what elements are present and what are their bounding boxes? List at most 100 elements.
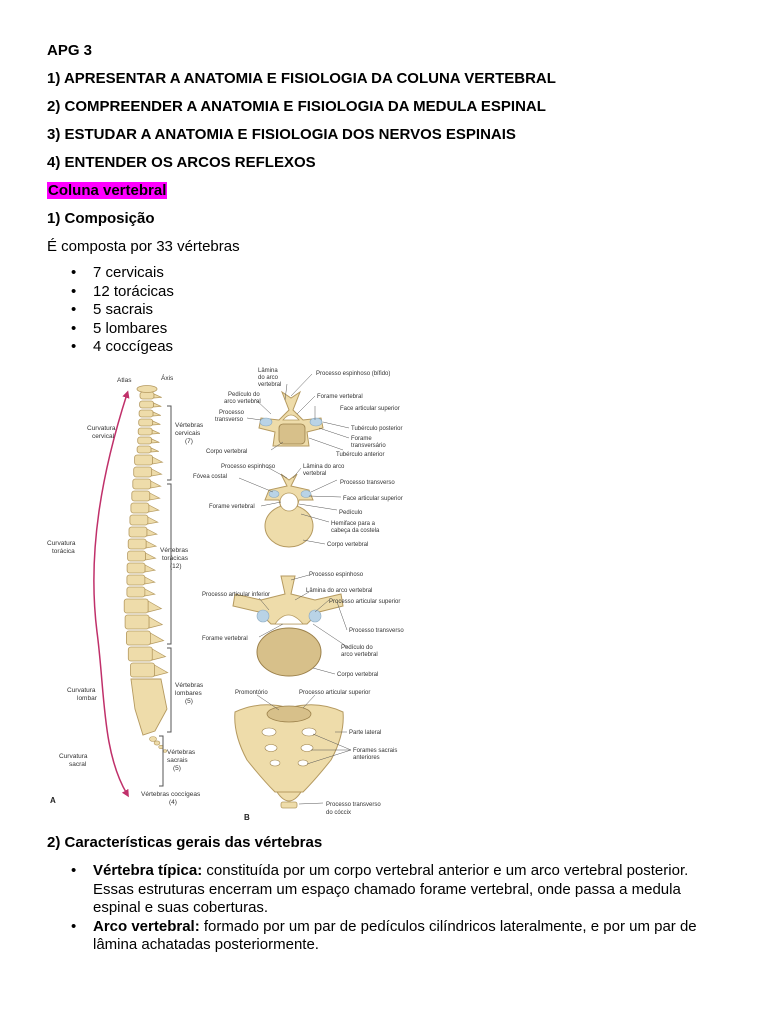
- spinous-process: [150, 632, 165, 645]
- section-caracteristicas: 2) Características gerais das vértebras …: [47, 832, 727, 955]
- lom-lamina: Lâmina do arco vertebral: [306, 588, 372, 594]
- label-curv-cervical-1: Curvatura: [87, 425, 116, 432]
- vertebra-body: [138, 409, 154, 418]
- label-vert-coccigeas-2: (4): [169, 799, 177, 806]
- label-vert-lombares-2: lombares: [175, 690, 202, 697]
- highlighted-heading: Coluna vertebral: [47, 182, 168, 199]
- label-vert-toracicas-1: Vértebras: [160, 547, 189, 554]
- cerv-lamina-1: Lâmina: [258, 368, 278, 374]
- cerv-face: Face articular superior: [340, 406, 400, 412]
- vertebra-body: [132, 478, 152, 490]
- vertebra-body: [126, 586, 146, 598]
- cerv-forame: Forame vertebral: [317, 394, 363, 400]
- lom-transverso: Processo transverso: [349, 628, 404, 634]
- coccyx-segment: [149, 736, 157, 742]
- cerv-transverso-2: transverso: [215, 417, 244, 423]
- spinous-process: [144, 564, 157, 573]
- label-axis: Áxis: [161, 373, 174, 382]
- label-vert-sacrais-3: (5): [173, 765, 181, 772]
- spinous-process: [153, 402, 162, 408]
- sac-forames-2: anteriores: [353, 755, 380, 761]
- spinous-process: [152, 411, 161, 417]
- sacrum-side: [130, 678, 168, 736]
- label-curv-cervical-2: cervical: [92, 433, 115, 440]
- vertebra-body: [127, 550, 146, 562]
- lumbar-vertebra: [232, 575, 344, 677]
- spinous-process: [148, 616, 164, 629]
- vertebra-body: [124, 614, 150, 630]
- panel-letter-a: A: [50, 796, 56, 805]
- label-curv-lombar-1: Curvatura: [67, 687, 96, 694]
- tor-forame: Forame vertebral: [209, 504, 255, 510]
- label-vert-toracicas-2: torácicas: [162, 555, 189, 562]
- tor-lamina-1: Lâmina do arco: [303, 464, 345, 470]
- sac-forames-1: Forames sacrais: [353, 748, 397, 754]
- vertebra-body: [127, 538, 147, 550]
- sac-parte-lateral: Parte lateral: [349, 730, 381, 736]
- label-vert-cervicais-3: (7): [185, 438, 193, 445]
- label-vert-toracicas-3: (12): [170, 563, 182, 570]
- desc-arco-vertebral: formado por um par de pedículos cilíndri…: [93, 917, 697, 954]
- spinous-process: [147, 516, 159, 525]
- vertebra-body: [123, 598, 149, 614]
- composition-intro: É composta por 33 vértebras: [47, 238, 240, 255]
- label-vert-sacrais-2: sacrais: [167, 757, 188, 764]
- spinous-process: [151, 468, 163, 477]
- vertebra-body: [133, 466, 153, 478]
- lom-art-superior: Processo articular superior: [329, 599, 400, 605]
- spinous-process: [153, 393, 162, 399]
- label-curv-sacral-2: sacral: [69, 761, 87, 768]
- atlas-vertebra: [136, 385, 158, 393]
- label-curv-toracica-2: torácica: [52, 548, 75, 555]
- spinous-process: [144, 588, 156, 597]
- label-atlas: Atlas: [117, 377, 132, 384]
- spinous-process: [151, 648, 167, 661]
- subheading-composicao: 1) Composição: [47, 210, 155, 227]
- sac-art-superior: Processo articular superior: [299, 690, 370, 696]
- panel-letter-b: B: [244, 813, 250, 822]
- region-brackets: [159, 405, 172, 787]
- spinous-process: [145, 540, 158, 549]
- document-body: APG 3 1) APRESENTAR A ANATOMIA E FISIOLO…: [47, 40, 727, 357]
- vertebra-body: [131, 490, 151, 502]
- objective-3: 3) ESTUDAR A ANATOMIA E FISIOLOGIA DOS N…: [47, 126, 516, 143]
- list-item: 5 sacrais: [71, 301, 727, 320]
- section-heading-coluna: Coluna vertebral: [47, 180, 727, 202]
- tor-fovea: Fóvea costal: [193, 474, 227, 480]
- desc-vertebra-tipica: constituída por um corpo vertebral anter…: [93, 862, 689, 916]
- objective-1: 1) APRESENTAR A ANATOMIA E FISIOLOGIA DA…: [47, 70, 556, 87]
- vertebra-body: [138, 418, 154, 427]
- spine-illustration: Atlas Áxis Curvatura cervical Curvatura …: [47, 368, 404, 822]
- cerv-lamina-3: vertebral: [258, 382, 281, 388]
- objective-4: 4) ENTENDER OS ARCOS REFLEXOS: [47, 154, 316, 171]
- vertebra-body: [134, 454, 153, 466]
- label-curv-sacral-1: Curvatura: [59, 753, 88, 760]
- term-vertebra-tipica: Vértebra típica:: [93, 862, 203, 879]
- tor-corpo: Corpo vertebral: [327, 542, 368, 548]
- spinous-process: [144, 576, 156, 585]
- list-item: 7 cervicais: [71, 264, 727, 283]
- label-vert-cervicais-2: cervicais: [175, 430, 201, 437]
- thoracic-vertebra: [264, 473, 314, 548]
- vertebra-body: [126, 574, 146, 586]
- list-item: Vértebra típica: constituída por um corp…: [71, 862, 727, 918]
- list-item: 4 coccígeas: [71, 338, 727, 357]
- spinous-process: [152, 420, 161, 426]
- spinous-process: [151, 438, 160, 444]
- lom-pediculo-1: Pedículo do: [341, 645, 373, 651]
- sac-coccix-2: do cóccix: [326, 810, 351, 816]
- lom-art-inferior: Processo articular inferior: [202, 592, 270, 598]
- left-labels: Atlas Áxis Curvatura cervical Curvatura …: [47, 373, 204, 806]
- tor-transverso: Processo transverso: [340, 480, 395, 486]
- vertebra-body: [139, 400, 154, 409]
- tor-hemiface-2: cabeça da costela: [331, 528, 380, 534]
- lom-espinhoso: Processo espinhoso: [309, 572, 364, 578]
- curvature-arrow: [93, 390, 130, 798]
- spinous-process: [150, 480, 162, 489]
- spinous-process: [147, 600, 163, 613]
- cerv-tuberculo-post: Tubérculo posterior: [351, 426, 402, 432]
- spinous-process: [151, 429, 161, 435]
- cerv-transverso-1: Processo: [219, 410, 245, 416]
- tor-hemiface-1: Hemiface para a: [331, 521, 376, 527]
- section2-title: 2) Características gerais das vértebras: [47, 834, 323, 851]
